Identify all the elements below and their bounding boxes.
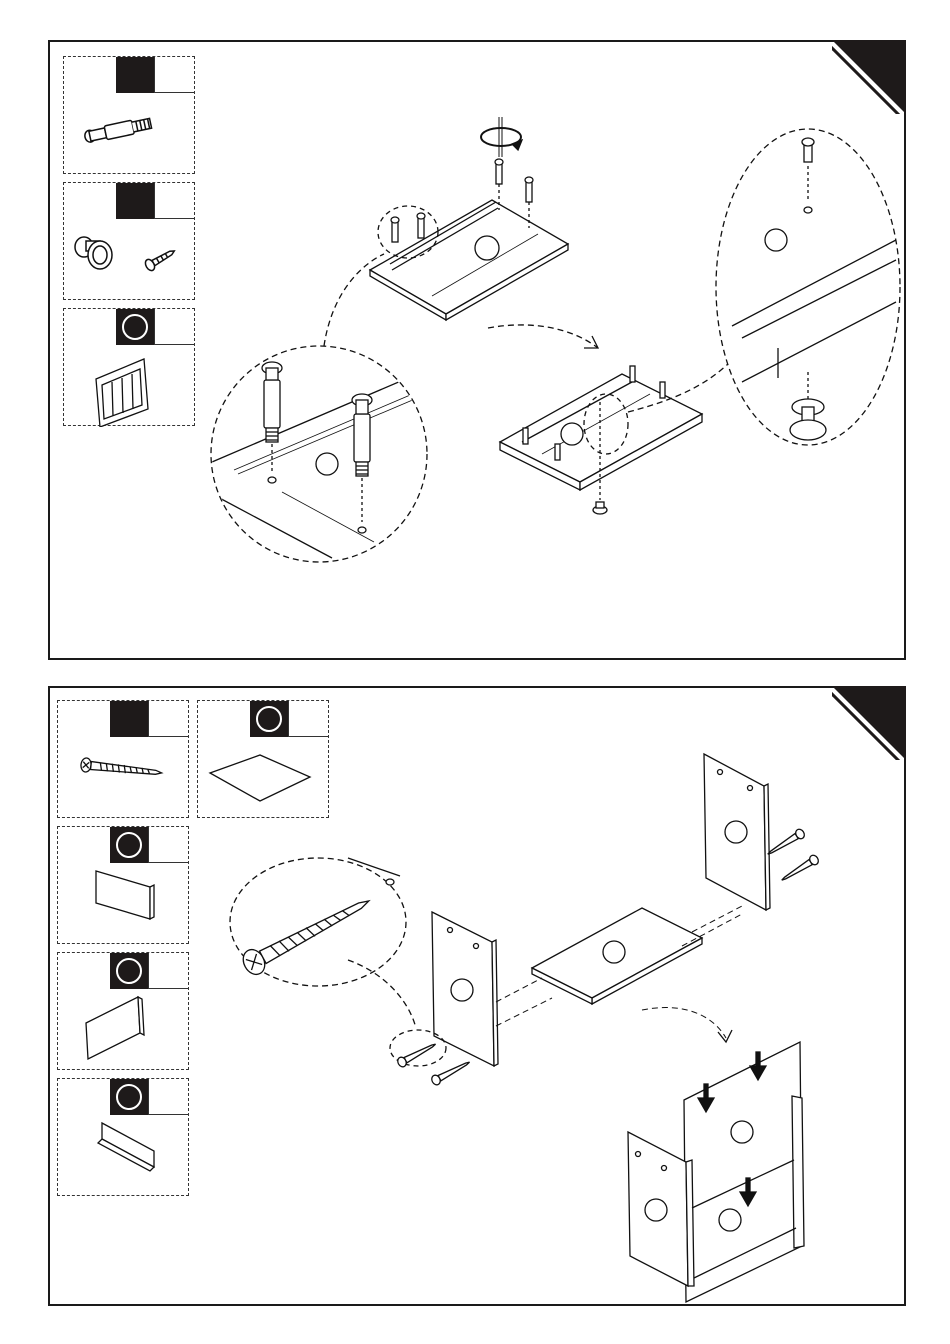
- assembly-illustration-cam-bolts: [50, 42, 904, 658]
- step-panel-1: [48, 40, 906, 660]
- step-panel-2: [48, 686, 906, 1306]
- rotate-arrow-icon: [481, 117, 522, 157]
- assembly-illustration-frame: [50, 688, 904, 1304]
